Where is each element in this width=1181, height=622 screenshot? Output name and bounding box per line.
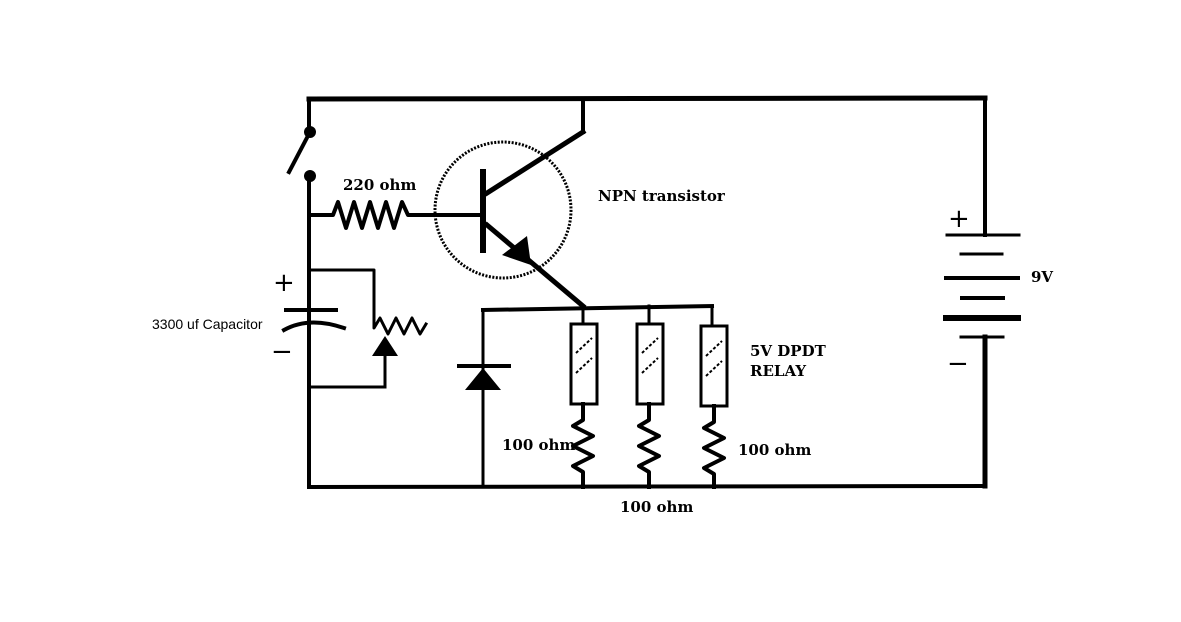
transistor-envelope — [433, 140, 573, 280]
diode-triangle — [465, 368, 501, 390]
relay-1-mark-b — [575, 357, 593, 374]
relay-3-mark-b — [705, 360, 723, 377]
resistor-100-1 — [571, 402, 595, 489]
battery-plus-sign: + — [948, 204, 970, 234]
switch — [286, 126, 316, 182]
labels: 220 ohm NPN transistor 3300 uf Capacitor… — [152, 176, 1053, 516]
transistor-emitter — [483, 221, 587, 310]
relay-1-mark-a — [575, 337, 593, 354]
capacitor-label: 3300 uf Capacitor — [152, 316, 263, 332]
relay-label-line2: RELAY — [750, 362, 806, 380]
relay-2-mark-b — [641, 357, 659, 374]
potentiometer — [307, 268, 429, 389]
base-resistor — [307, 200, 485, 230]
emitter-arrow — [502, 236, 531, 265]
relay-label-line1: 5V DPDT — [750, 342, 827, 360]
base-resistor-label: 220 ohm — [343, 176, 416, 194]
potentiometer-track — [307, 268, 429, 336]
base-resistor-zigzag — [307, 200, 485, 230]
battery-label: 9V — [1031, 268, 1053, 286]
top-rail-wire — [306, 95, 988, 102]
emitter-distribution-wire — [480, 303, 715, 313]
capacitor — [281, 308, 347, 333]
relay-3-mark-a — [705, 340, 723, 357]
switch-contact-bottom — [304, 170, 316, 182]
relay-branch-3 — [699, 304, 729, 489]
transistor-collector — [483, 128, 587, 197]
capacitor-plus-sign: + — [273, 268, 295, 298]
potentiometer-wiper — [372, 336, 398, 356]
relay-coil-3 — [699, 324, 729, 408]
resistor-100-3 — [702, 404, 726, 489]
resistor-right-label: 100 ohm — [738, 441, 811, 459]
resistor-mid-label: 100 ohm — [620, 498, 693, 516]
relay-coil-2 — [635, 322, 665, 406]
battery — [943, 233, 1021, 339]
potentiometer-wiper-wire — [307, 354, 387, 389]
transistor-label: NPN transistor — [598, 187, 726, 205]
relay-2-mark-a — [641, 337, 659, 354]
capacitor-minus-sign: − — [271, 337, 293, 367]
relay-branch-2 — [635, 304, 665, 489]
relay-branch-1 — [569, 304, 599, 489]
emitter-node — [457, 303, 715, 489]
resistor-left-label: 100 ohm — [502, 436, 575, 454]
battery-minus-sign: − — [947, 349, 969, 379]
resistor-100-2 — [637, 402, 661, 489]
npn-transistor — [433, 128, 587, 310]
relay-coil-1 — [569, 322, 599, 406]
capacitor-plate-bottom — [281, 320, 347, 333]
switch-lever — [286, 129, 313, 175]
